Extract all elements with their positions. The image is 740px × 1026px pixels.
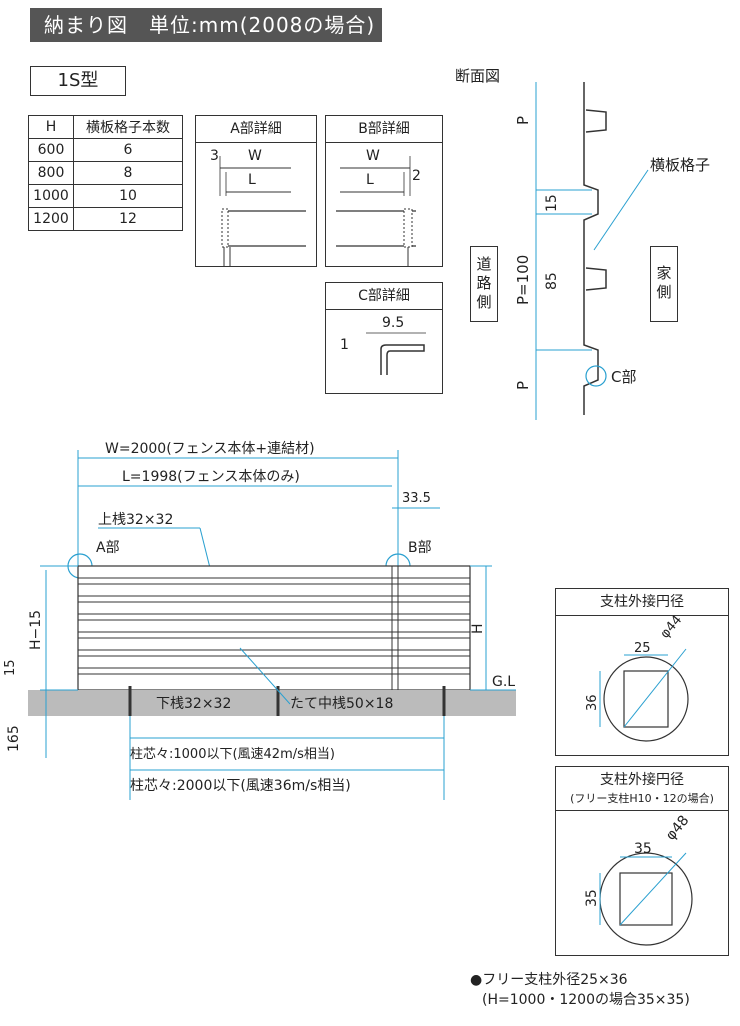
- circle-drawing-2: 35 φ48 35: [584, 813, 693, 946]
- l-label: L=1998(フェンス本体のみ): [122, 469, 300, 485]
- p-bottom: P: [514, 381, 532, 390]
- dim-w: 35: [634, 841, 652, 857]
- dim-diameter: φ44: [658, 613, 686, 642]
- dim-2: 2: [412, 168, 421, 184]
- dim-w: W: [248, 148, 262, 164]
- dim-w: W: [366, 148, 380, 164]
- a-part-label: A部: [96, 540, 120, 556]
- dim-diameter: φ48: [663, 813, 693, 844]
- circle-panel-2-title: 支柱外接円径 (フリー支柱H10・12の場合): [556, 767, 728, 811]
- post-spacing-2000: 柱芯々:2000以下(風速36m/s相当): [130, 778, 351, 794]
- detail-b-panel: B部詳細 W L 2: [325, 115, 443, 267]
- road-side-label: 道路側: [470, 246, 498, 322]
- dim-15-elev: 15: [3, 659, 18, 676]
- b-part-label: B部: [408, 540, 432, 556]
- dim-h: 35: [584, 889, 600, 907]
- top-rail-label: 上桟32×32: [98, 512, 173, 528]
- table-header-row: H 横板格子本数: [28, 115, 183, 139]
- dim-l: L: [366, 172, 374, 188]
- dim-l: L: [248, 172, 256, 188]
- type-label: 1S型: [30, 66, 126, 96]
- table-header: 横板格子本数: [73, 115, 183, 139]
- mid-post-label: たて中桟50×18: [290, 696, 393, 712]
- table-header: H: [28, 115, 74, 139]
- section-title: 断面図: [455, 67, 500, 85]
- c-part-label: C部: [611, 368, 636, 386]
- circle-panel-2-title-text: 支柱外接円径: [600, 772, 684, 788]
- detail-c-title: C部詳細: [326, 283, 442, 310]
- circle-panel-2-subtitle: (フリー支柱H10・12の場合): [570, 792, 714, 805]
- post-spacing-1000: 柱芯々:1000以下(風速42m/s相当): [130, 747, 335, 762]
- house-side-label: 家側: [650, 246, 678, 322]
- table-cell: 10: [73, 184, 183, 208]
- table-cell: 1200: [28, 207, 74, 231]
- lattice-label: 横板格子: [650, 156, 710, 174]
- detail-b-title: B部詳細: [326, 116, 442, 143]
- table-cell: 800: [28, 161, 74, 185]
- dim-9-5: 9.5: [382, 315, 404, 331]
- table-cell: 1000: [28, 184, 74, 208]
- dim-w: 25: [634, 641, 651, 656]
- circle-panel-1-title: 支柱外接円径: [556, 589, 728, 616]
- dim-3: 3: [210, 148, 219, 164]
- detail-a-panel: A部詳細 3 W L: [195, 115, 317, 267]
- dim-15: 15: [544, 194, 560, 212]
- detail-a-drawing: 3 W L: [210, 148, 306, 266]
- detail-a-title: A部詳細: [196, 116, 316, 143]
- table-cell: 600: [28, 138, 74, 162]
- table-cell: 6: [73, 138, 183, 162]
- p-mid: P=100: [514, 255, 532, 305]
- bottom-rail-label: 下桟32×32: [156, 696, 231, 712]
- page-title: 納まり図 単位:mm(2008の場合): [30, 8, 382, 42]
- circle-panel-2: 支柱外接円径 (フリー支柱H10・12の場合) 35 φ48 35: [555, 766, 729, 956]
- footnote-line-2: (H=1000・1200の場合35×35): [482, 992, 690, 1008]
- gl-label: G.L: [492, 674, 515, 690]
- detail-c-panel: C部詳細 9.5 1: [325, 282, 443, 394]
- h-label: H: [470, 623, 486, 634]
- w-label: W=2000(フェンス本体+連結材): [105, 441, 315, 457]
- detail-b-drawing: W L 2: [336, 148, 421, 266]
- p-top: P: [514, 116, 532, 125]
- detail-c-drawing: 9.5 1: [340, 315, 426, 375]
- dim-85: 85: [544, 272, 560, 290]
- h-minus-15-label: H−15: [28, 610, 44, 650]
- circle-drawing-1: 25 φ44 36: [585, 613, 689, 742]
- table-cell: 8: [73, 161, 183, 185]
- footnote: ●フリー支柱外径25×36 (H=1000・1200の場合35×35): [470, 970, 690, 1010]
- circle-panel-1: 支柱外接円径 25 φ44 36: [555, 588, 729, 756]
- footnote-line-1: ●フリー支柱外径25×36: [470, 972, 628, 988]
- dim-33-5: 33.5: [402, 491, 431, 506]
- table-cell: 12: [73, 207, 183, 231]
- dim-165: 165: [6, 725, 22, 752]
- dim-1: 1: [340, 337, 349, 353]
- dim-h: 36: [585, 694, 600, 711]
